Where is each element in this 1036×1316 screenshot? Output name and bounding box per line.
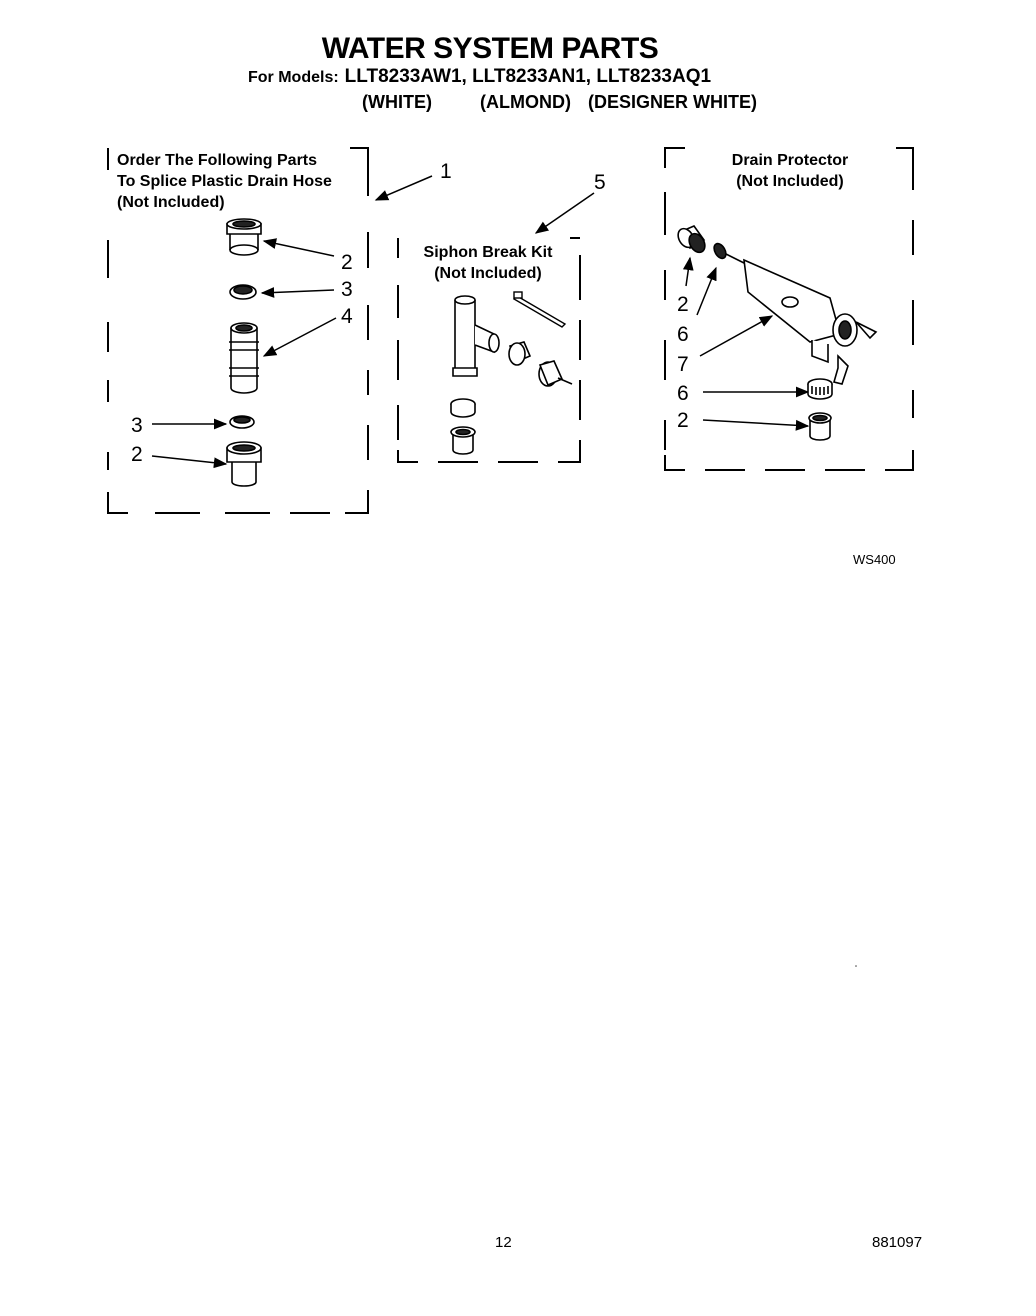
callout-left: 4 (341, 305, 353, 328)
hose-clamp-bottom (229, 415, 255, 429)
callout-siphon-box: 5 (594, 171, 606, 194)
siphon-connector (450, 426, 476, 455)
hose-clamp-top (229, 284, 257, 300)
callout-splice-box: 1 (440, 160, 452, 183)
splice-kit-label-line: To Splice Plastic Drain Hose (117, 173, 332, 190)
stray-dot (855, 965, 857, 967)
hose-coupler (229, 322, 259, 394)
callout-right: 2 (677, 293, 689, 316)
splice-kit-label-line: Order The Following Parts (117, 152, 318, 169)
drain-nut-bottom (807, 378, 833, 400)
callout-leaders (151, 175, 810, 469)
hose-connector-bottom (226, 441, 262, 487)
page-title: WATER SYSTEM PARTS (321, 32, 659, 65)
splice-kit-label: Order The Following Parts To Splice Plas… (117, 150, 332, 213)
callout-right: 6 (677, 323, 689, 346)
drain-nut-top (713, 242, 727, 260)
drain-protector-label: Drain Protector (Not Included) (700, 150, 880, 192)
drain-end-cap-bottom (808, 412, 832, 441)
callout-right: 7 (677, 353, 689, 376)
document-number: 881097 (872, 1234, 923, 1251)
drain-end-cap-top (677, 225, 706, 254)
drain-protector-label-line: Drain Protector (731, 152, 849, 169)
siphon-kit-frame (397, 237, 581, 463)
siphon-tee (452, 295, 500, 377)
drain-protector-frame (664, 147, 914, 471)
callout-left: 3 (341, 278, 353, 301)
callout-right: 2 (677, 409, 689, 432)
splice-kit-frame (107, 147, 369, 514)
figure-code: WS400 (853, 552, 896, 567)
models-line: For Models: LLT8233AW1, LLT8233AN1, LLT82… (248, 66, 711, 88)
hose-connector-top (226, 218, 262, 256)
siphon-kit-label: Siphon Break Kit (Not Included) (404, 242, 572, 284)
color-white: (WHITE) (362, 92, 432, 112)
drain-protector-label-line: (Not Included) (736, 173, 844, 190)
splice-kit-label-line: (Not Included) (117, 194, 225, 211)
color-designer-white: (DESIGNER WHITE) (588, 92, 757, 112)
callout-left: 2 (341, 251, 353, 274)
models-list: LLT8233AW1, LLT8233AN1, LLT8233AQ1 (344, 66, 712, 87)
siphon-kit-label-line: Siphon Break Kit (423, 244, 553, 261)
callout-left: 2 (131, 443, 143, 466)
callout-right: 6 (677, 382, 689, 405)
drain-protector-body (725, 253, 878, 385)
siphon-tie-strap (512, 291, 567, 328)
siphon-check-valve (508, 341, 573, 387)
color-almond: (ALMOND) (480, 92, 571, 112)
siphon-clamp (450, 398, 476, 418)
siphon-kit-label-line: (Not Included) (434, 265, 542, 282)
callout-left: 3 (131, 414, 143, 437)
page-number: 12 (495, 1234, 512, 1251)
models-lead: For Models: (248, 69, 339, 86)
